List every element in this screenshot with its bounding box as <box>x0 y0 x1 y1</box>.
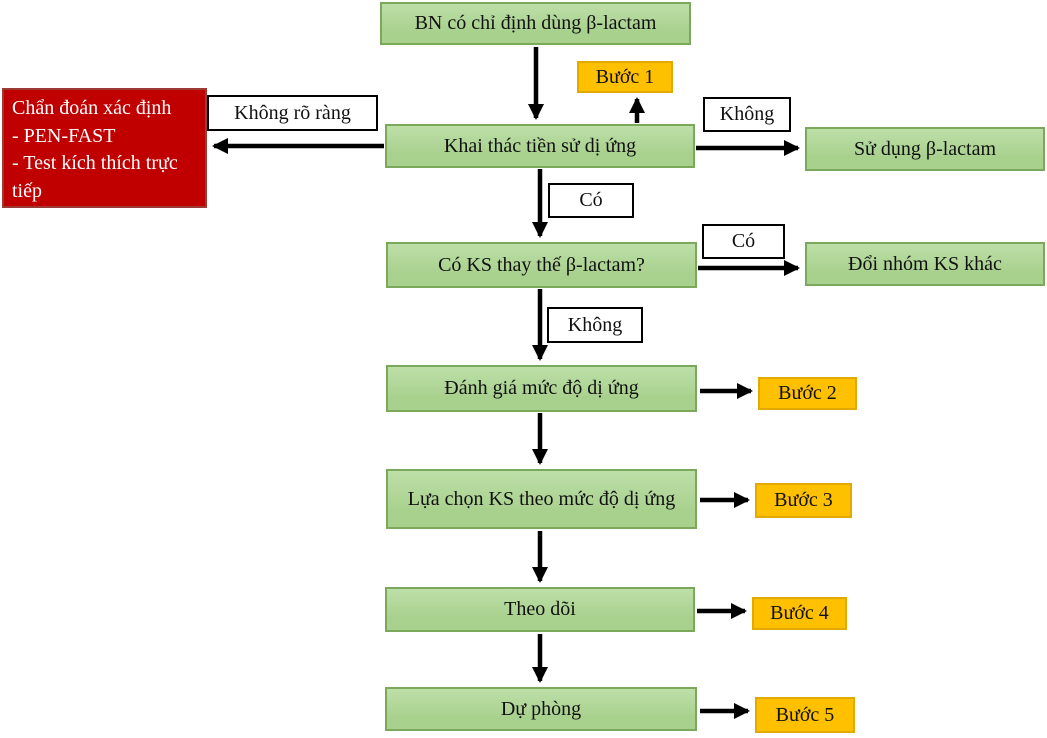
node-bn-chi-dinh: BN có chỉ định dùng β-lactam <box>380 2 691 45</box>
node-khai-thac-tien-su: Khai thác tiền sử dị ứng <box>385 124 695 168</box>
chan-doan-line-3: - Test kích thích trực tiếp <box>12 152 178 202</box>
chan-doan-line-1: Chẩn đoán xác định <box>12 97 172 119</box>
edge-label-co-mid: Có <box>548 183 634 218</box>
edge-label-khong-mid: Không <box>547 307 643 343</box>
edge-label-khong-top: Không <box>703 97 791 132</box>
node-chan-doan-xac-dinh: Chẩn đoán xác định - PEN-FAST - Test kíc… <box>2 88 207 208</box>
node-co-ks-thay-the: Có KS thay thế β-lactam? <box>386 242 697 288</box>
step-tag-buoc-2: Bước 2 <box>758 377 857 410</box>
node-doi-nhom-ks: Đổi nhóm KS khác <box>805 242 1045 286</box>
node-lua-chon-ks: Lựa chọn KS theo mức độ dị ứng <box>386 469 697 529</box>
node-danh-gia-muc-do: Đánh giá mức độ dị ứng <box>386 365 697 412</box>
step-tag-buoc-3: Bước 3 <box>755 483 852 518</box>
node-su-dung-beta-lactam: Sử dụng β-lactam <box>805 127 1045 171</box>
edge-label-khong-ro-rang: Không rõ ràng <box>207 95 378 131</box>
node-theo-doi: Theo dõi <box>385 587 695 632</box>
node-du-phong: Dự phòng <box>385 687 697 731</box>
edge-label-co-right: Có <box>702 224 785 259</box>
step-tag-buoc-4: Bước 4 <box>752 597 847 630</box>
chan-doan-line-2: - PEN-FAST <box>12 124 116 147</box>
step-tag-buoc-1: Bước 1 <box>577 61 673 93</box>
step-tag-buoc-5: Bước 5 <box>755 697 855 733</box>
